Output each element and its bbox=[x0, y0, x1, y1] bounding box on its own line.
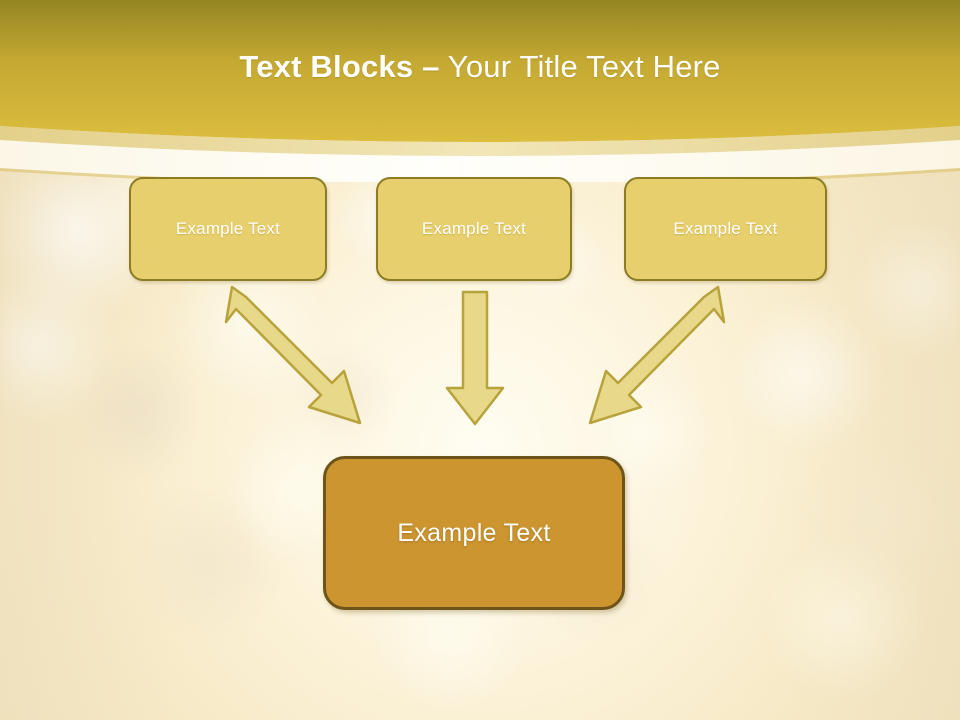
text-block-result[interactable]: Example Text bbox=[323, 456, 625, 610]
text-block-result-label: Example Text bbox=[397, 518, 551, 547]
text-block-1[interactable]: Example Text bbox=[129, 177, 327, 281]
header-banner bbox=[0, 0, 960, 182]
page-title: Text Blocks – Your Title Text Here bbox=[0, 49, 960, 84]
text-block-3-label: Example Text bbox=[673, 219, 778, 238]
page-title-strong: Text Blocks – bbox=[239, 49, 440, 84]
text-block-1-label: Example Text bbox=[175, 219, 281, 238]
text-block-2-label: Example Text bbox=[421, 219, 527, 238]
text-block-3[interactable]: Example Text bbox=[624, 177, 827, 281]
page-title-light: Your Title Text Here bbox=[439, 49, 721, 84]
text-block-2[interactable]: Example Text bbox=[376, 177, 572, 281]
